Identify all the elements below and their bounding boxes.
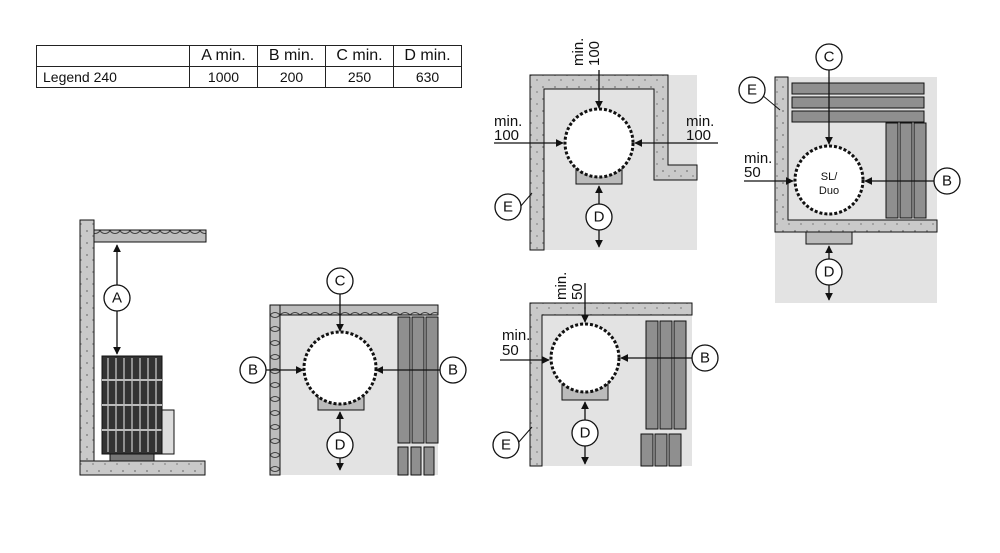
min-label-left: min. [502, 327, 530, 344]
callout-b-label: B [448, 362, 458, 379]
value-label-top: 50 [569, 283, 586, 300]
callout-d-label: D [594, 209, 605, 226]
plan-view-sl-duo: SL/ Duo min. 50 E C B D [738, 43, 961, 303]
callout-c-label: C [824, 49, 835, 66]
bench-horizontal [791, 110, 925, 123]
plan-view-wood-walls: B B C D [239, 267, 467, 476]
min-label-right: min. [686, 113, 714, 130]
stove-plan [563, 107, 635, 185]
callout-b-label: B [700, 350, 710, 367]
stove-side-view [101, 355, 175, 462]
table-row: Legend 240 1000 200 250 630 [36, 66, 462, 88]
callout-e-label: E [503, 199, 513, 216]
plan-view-alcove: min. 100 min. 100 min. 100 E D [494, 38, 718, 251]
callout-b-label: B [248, 362, 258, 379]
callout-a [103, 284, 131, 312]
alcove-wall [529, 74, 698, 251]
bench-short [410, 446, 422, 476]
min-label-left: min. [744, 150, 772, 167]
value-d-min: 630 [393, 66, 462, 88]
min-label-left: min. [494, 113, 522, 130]
callout-e-label: E [747, 82, 757, 99]
callout-a-label: A [112, 290, 122, 307]
floor-wall-left [79, 219, 95, 476]
bench-vertical [411, 316, 425, 444]
min-label-top: min. [570, 38, 587, 66]
callout-c-label: C [335, 273, 346, 290]
bench-vertical [425, 316, 439, 444]
bench-vertical [885, 122, 899, 219]
ceiling-slab [93, 229, 207, 243]
bench-short [654, 433, 668, 467]
bench-vertical [913, 122, 927, 219]
plan-view-concrete-corner: min. 50 min. 50 E B D [492, 272, 719, 467]
callout-d [571, 419, 599, 447]
callout-c [815, 43, 843, 71]
callout-e-label: E [501, 437, 511, 454]
wall-left-wood [269, 304, 281, 476]
callout-d-label: D [335, 437, 346, 454]
callout-b [933, 167, 961, 195]
callout-b-label: B [942, 173, 952, 190]
value-b-min: 200 [257, 66, 326, 88]
value-label-left: 100 [494, 127, 519, 144]
wall-top-wood [269, 304, 439, 316]
corner-wall [774, 76, 938, 233]
duo-label: Duo [819, 185, 839, 197]
value-label-left: 50 [502, 342, 519, 359]
bench-horizontal [791, 96, 925, 109]
bench-short [640, 433, 654, 467]
min-label-top: min. [553, 272, 570, 300]
header-a-min: A min. [189, 45, 258, 67]
callout-b [439, 356, 467, 384]
bench-vertical [673, 320, 687, 430]
callout-d [326, 431, 354, 459]
callout-b [691, 344, 719, 372]
stove-plan [793, 144, 865, 245]
bench-horizontal [791, 82, 925, 95]
callout-d [585, 203, 613, 231]
sl-label: SL/ [821, 171, 838, 183]
side-view-diagram: A [79, 219, 207, 476]
value-label-right: 100 [686, 127, 711, 144]
bench-vertical [659, 320, 673, 430]
callout-d-label: D [824, 264, 835, 281]
value-c-min: 250 [325, 66, 394, 88]
table-header-row: A min. B min. C min. D min. [36, 45, 462, 67]
bench-vertical [899, 122, 913, 219]
callout-b [239, 356, 267, 384]
value-a-min: 1000 [189, 66, 258, 88]
value-label-left: 50 [744, 164, 761, 181]
callout-d-label: D [580, 425, 591, 442]
model-name: Legend 240 [36, 66, 190, 88]
bench-vertical [645, 320, 659, 430]
callout-e [738, 76, 766, 104]
callout-c [326, 267, 354, 295]
callout-e [492, 431, 520, 459]
stove-plan [549, 322, 621, 401]
floor-slab [79, 460, 206, 476]
bench-short [423, 446, 435, 476]
callout-d [815, 258, 843, 286]
clearance-table: A min. B min. C min. D min. Legend 240 1… [36, 45, 462, 88]
bench-short [397, 446, 409, 476]
bench-short [668, 433, 682, 467]
value-label-top: 100 [586, 41, 603, 66]
bench-vertical [397, 316, 411, 444]
callout-e [494, 193, 522, 221]
header-d-min: D min. [393, 45, 462, 67]
corner-wall [529, 302, 693, 467]
